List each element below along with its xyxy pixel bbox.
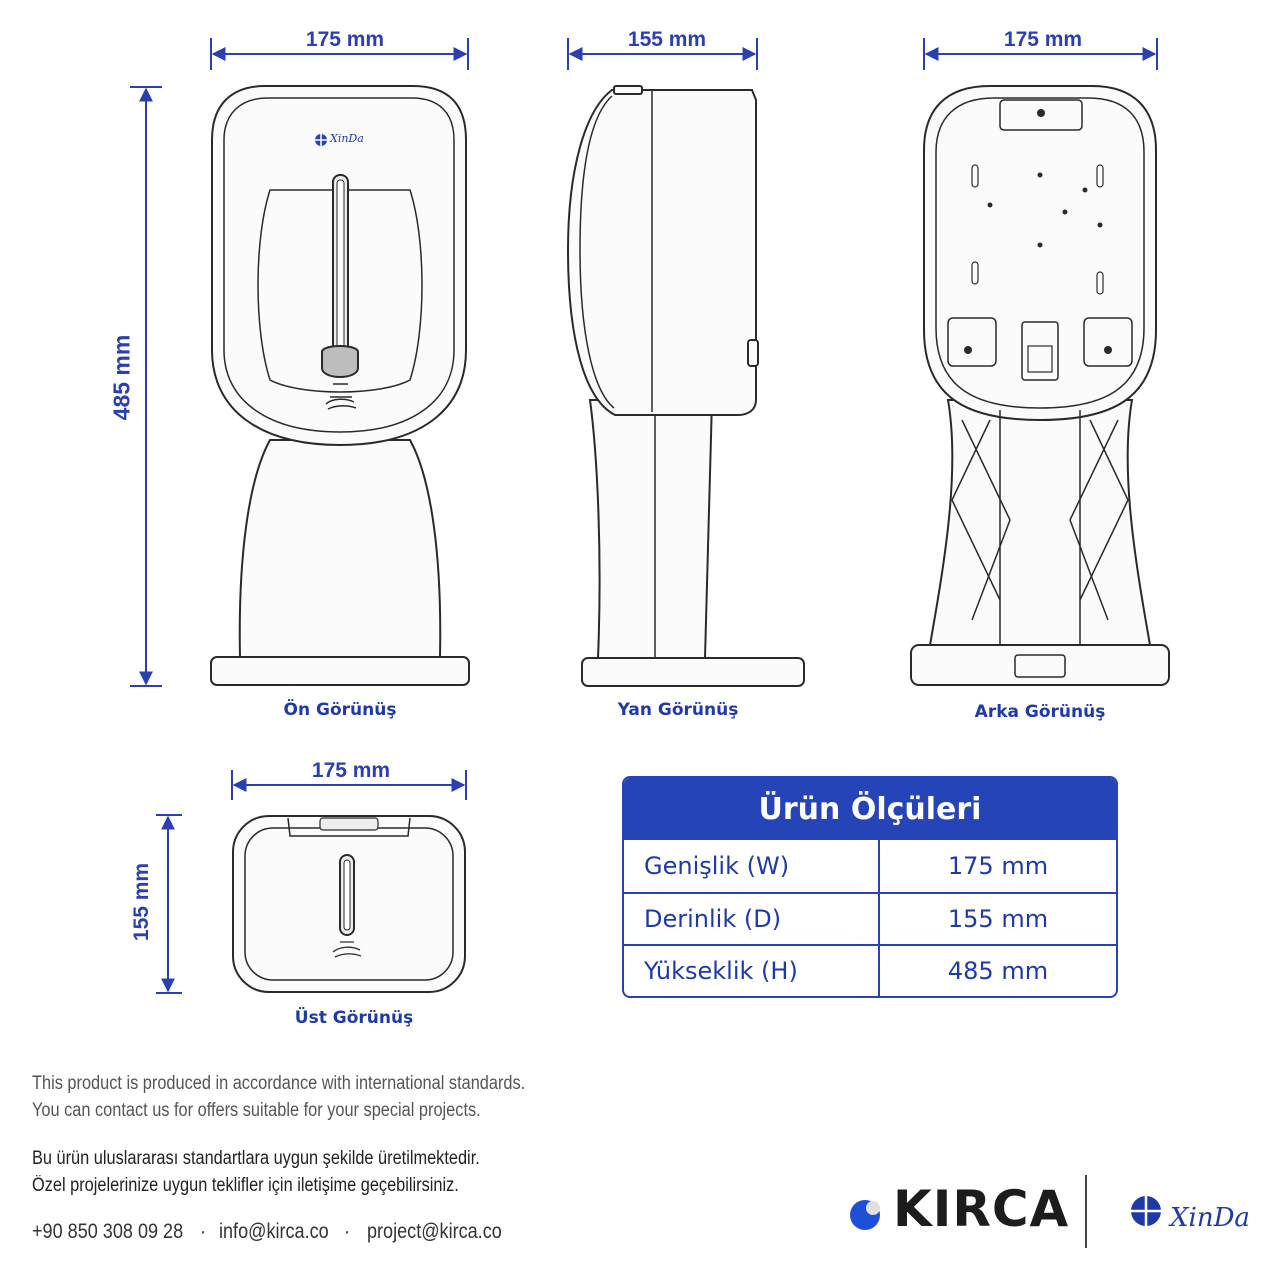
top-width-label: 175 mm (311, 759, 391, 782)
front-view-label: Ön Görünüş (283, 700, 397, 720)
note-en-1: This product is produced in accordance w… (32, 1073, 526, 1094)
contact-project-email[interactable]: project@kirca.co (367, 1220, 502, 1243)
top-view-drawing (232, 815, 466, 993)
kirca-logo-text: KIRCA (893, 1180, 1070, 1238)
table-cell-label: Genişlik (W) (624, 840, 880, 892)
table-row: Genişlik (W) 175 mm (624, 840, 1116, 892)
side-view-label: Yan Görünüş (617, 700, 739, 720)
dimensions-table: Ürün Ölçüleri Genişlik (W) 175 mm Derinl… (622, 776, 1118, 998)
hand-sensor-icon (325, 396, 357, 410)
contact-separator: · (200, 1220, 207, 1243)
table-row: Derinlik (D) 155 mm (624, 892, 1116, 944)
table-title: Ürün Ölçüleri (624, 778, 1116, 840)
table-cell-label: Yükseklik (H) (624, 946, 880, 996)
contact-email[interactable]: info@kirca.co (219, 1220, 329, 1243)
xinda-logo-icon (1131, 1196, 1161, 1226)
top-view-label: Üst Görünüş (294, 1008, 414, 1028)
side-view-drawing (566, 85, 805, 687)
dimension-lines (130, 38, 1158, 994)
kirca-logo-icon (850, 1200, 880, 1230)
contact-phone: +90 850 308 09 28 (32, 1220, 184, 1243)
table-cell-value: 485 mm (947, 957, 1049, 985)
side-depth-label: 155 mm (627, 28, 707, 51)
back-view-label: Arka Görünüş (974, 702, 1106, 722)
note-tr-1: Bu ürün uluslararası standartlara uygun … (32, 1148, 480, 1169)
contact-separator: · (344, 1220, 351, 1243)
table-row: Yükseklik (H) 485 mm (624, 944, 1116, 996)
back-view-drawing (910, 85, 1170, 686)
table-cell-value: 155 mm (947, 905, 1049, 933)
xinda-logo-text: XinDa (1170, 1203, 1250, 1233)
table-cell-value: 175 mm (947, 852, 1049, 880)
front-view-drawing (210, 85, 470, 686)
top-depth-label: 155 mm (130, 862, 153, 942)
note-en-2: You can contact us for offers suitable f… (32, 1100, 481, 1121)
height-label: 485 mm (108, 334, 135, 421)
front-width-label: 175 mm (305, 28, 385, 51)
back-width-label: 175 mm (1003, 28, 1083, 51)
note-tr-2: Özel projelerinize uygun teklifler için … (32, 1175, 459, 1196)
product-logo-text: XinDa (330, 132, 364, 145)
table-cell-label: Derinlik (D) (624, 894, 880, 944)
